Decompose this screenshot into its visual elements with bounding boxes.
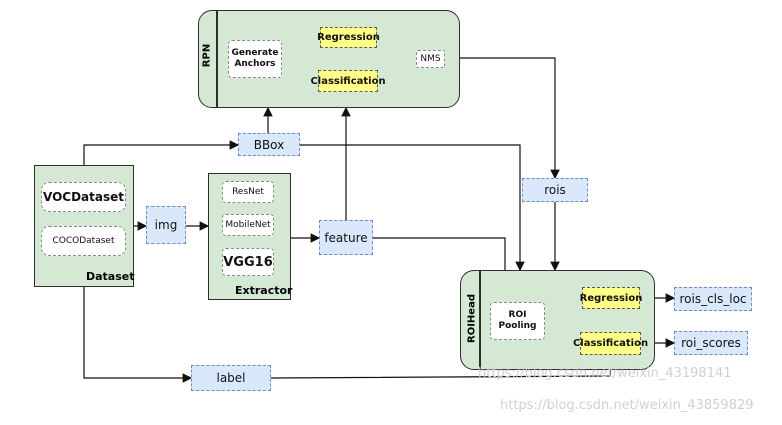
label-label: label (216, 371, 246, 385)
roi-pooling-node: ROI Pooling (490, 302, 545, 340)
voc-dataset-label: VOCDataset (43, 190, 124, 204)
nms-node: NMS (416, 50, 445, 68)
watermark-upper: https://blog.csdn.net/weixin_43198141 (478, 366, 732, 381)
bbox-label: BBox (253, 137, 285, 152)
label-tensor: label (191, 365, 271, 391)
coco-dataset-node: COCODataset (41, 226, 126, 256)
dataset-caption: Dataset (86, 270, 135, 283)
rois-tensor: rois (522, 178, 588, 202)
roihead-label: ROIHead (466, 294, 478, 343)
extractor-caption: Extractor (235, 284, 293, 297)
resnet-node: ResNet (222, 181, 274, 203)
voc-dataset-node: VOCDataset (41, 182, 126, 212)
roihead-separator (479, 270, 481, 370)
resnet-label: ResNet (232, 187, 264, 197)
roi-classification-label: Classification (572, 338, 649, 349)
rois-label: rois (544, 183, 566, 197)
roi-regression-label: Regression (579, 292, 643, 304)
roi-regression-node: Regression (579, 287, 643, 309)
roi-scores-label: roi_scores (681, 336, 741, 350)
edge-dataset-to-label (83, 287, 193, 383)
edge-nms-to-rois (445, 57, 560, 180)
vgg16-label: VGG16 (223, 254, 273, 270)
roi-classification-node: Classification (573, 332, 648, 355)
edge-bbox-to-roihead (300, 144, 525, 272)
rpn-classification-label: Classification (310, 75, 386, 87)
nms-label: NMS (420, 54, 441, 64)
rpn-classification-node: Classification (310, 70, 386, 92)
rpn-regression-label: Regression (317, 32, 380, 43)
roi-pooling-label: ROI Pooling (498, 310, 537, 331)
img-label: img (154, 218, 178, 232)
edge-dataset-to-bbox (83, 140, 240, 165)
generate-anchors-label: Generate Anchors (231, 48, 279, 69)
bbox-tensor: BBox (238, 133, 300, 156)
rois-cls-loc-label: rois_cls_loc (679, 292, 747, 306)
roi-scores-output: roi_scores (674, 331, 748, 355)
generate-anchors-node: Generate Anchors (228, 40, 282, 78)
img-tensor: img (146, 206, 186, 244)
feature-tensor: feature (319, 220, 373, 255)
mobilenet-label: MobileNet (225, 220, 271, 230)
coco-dataset-label: COCODataset (52, 236, 115, 246)
feature-label: feature (324, 230, 368, 245)
rpn-regression-node: Regression (317, 27, 380, 48)
rpn-label: RPN (201, 43, 213, 68)
rpn-separator (216, 10, 218, 108)
rois-cls-loc-output: rois_cls_loc (674, 287, 752, 311)
watermark-lower: https://blog.csdn.net/weixin_43859829 (500, 398, 754, 413)
vgg16-node: VGG16 (222, 248, 274, 276)
mobilenet-node: MobileNet (222, 214, 274, 236)
